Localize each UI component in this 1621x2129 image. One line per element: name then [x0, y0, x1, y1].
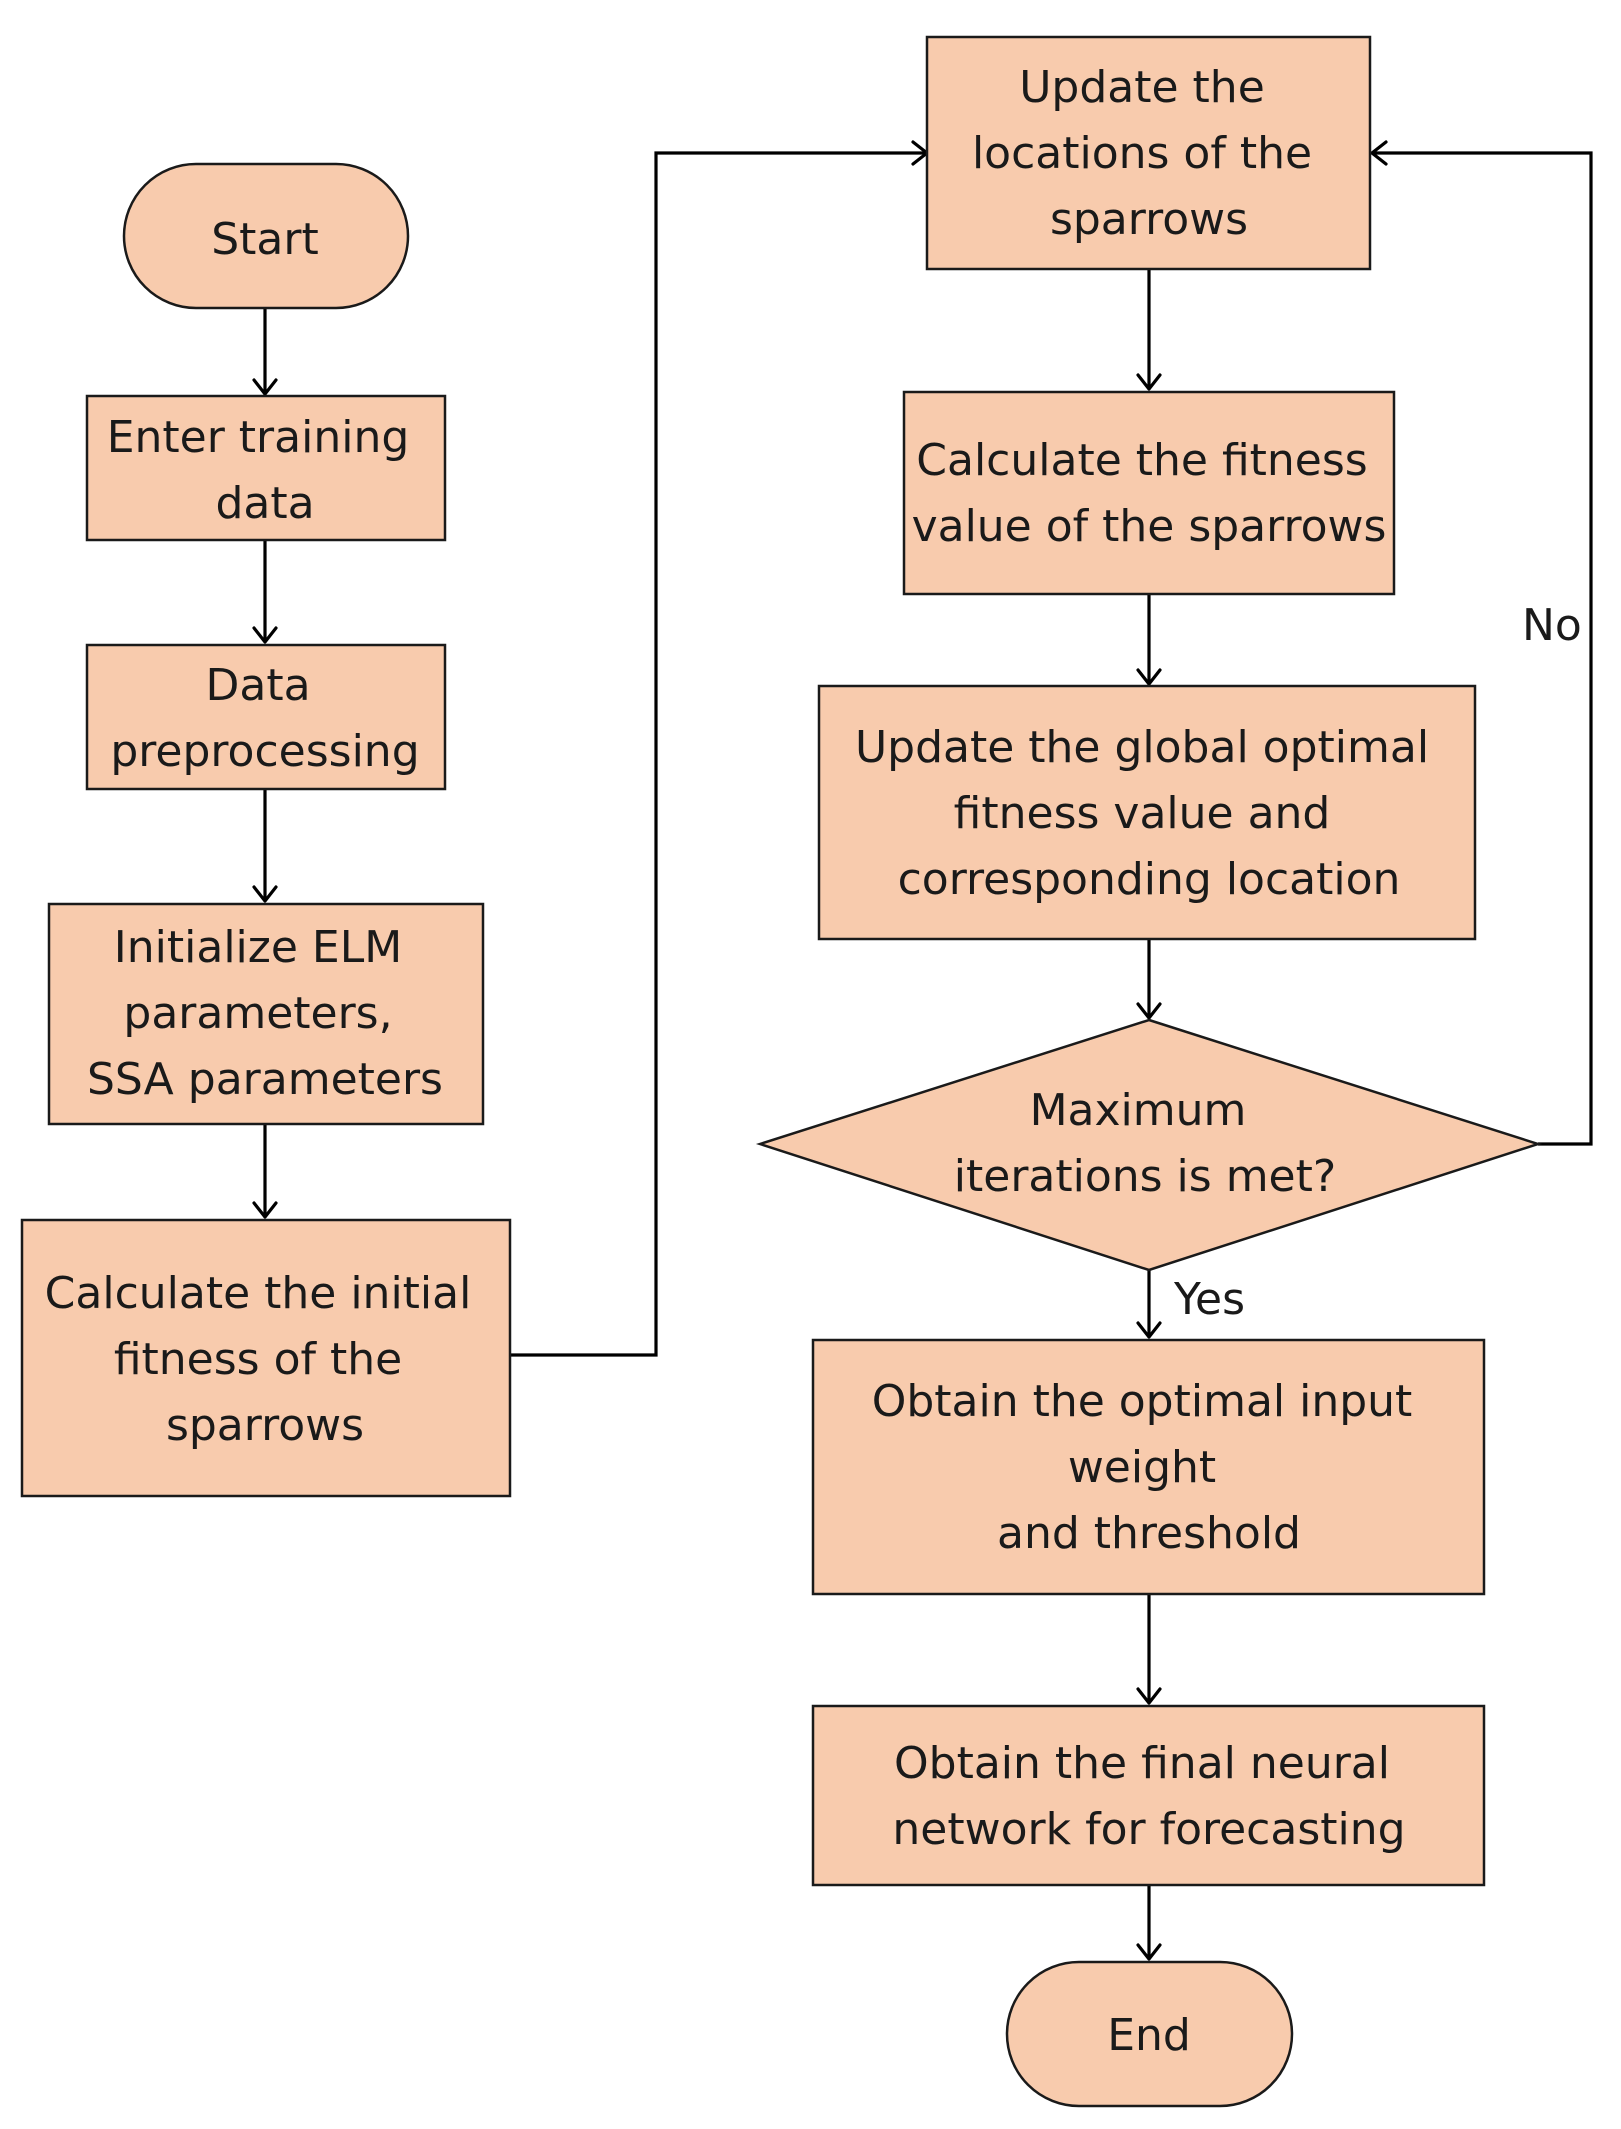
arrow-obtain-weights-to-obtain-network: [1136, 1594, 1162, 1705]
arrow-start-to-enter-data: [252, 308, 278, 396]
data-preprocessing-node: Data preprocessing: [85, 643, 447, 791]
arrow-update-global-to-decision: [1136, 939, 1162, 1020]
update-global-optimal-label: Update the global optimal fitness value …: [855, 722, 1443, 905]
enter-training-data-node: Enter training data: [85, 394, 447, 542]
obtain-network-node: Obtain the final neural network for fore…: [811, 1704, 1486, 1887]
arrow-enter-data-to-preprocessing: [252, 540, 278, 644]
initialize-parameters-label: Initialize ELM parameters, SSA parameter…: [87, 922, 443, 1105]
calc-fitness-label: Calculate the fitness value of the sparr…: [912, 435, 1387, 552]
update-global-optimal-node: Update the global optimal fitness value …: [817, 684, 1477, 941]
max-iterations-decision-label: Maximum iterations is met?: [954, 1085, 1336, 1202]
calc-fitness-node: Calculate the fitness value of the sparr…: [902, 390, 1396, 596]
initial-fitness-node: Calculate the initial fitness of the spa…: [20, 1218, 512, 1498]
start-node: Start: [122, 162, 410, 310]
update-locations-node: Update the locations of the sparrows: [925, 35, 1372, 271]
arrow-obtain-network-to-end: [1136, 1885, 1162, 1961]
arrow-calc-fitness-to-update-global: [1136, 594, 1162, 686]
connectors: [252, 140, 1593, 1961]
end-label: End: [1107, 2010, 1191, 2061]
max-iterations-decision-node: Maximum iterations is met?: [755, 1018, 1543, 1272]
update-locations-label: Update the locations of the sparrows: [972, 62, 1326, 245]
end-node: End: [1005, 1960, 1294, 2108]
obtain-weights-node: Obtain the optimal input weight and thre…: [811, 1338, 1486, 1596]
arrow-update-locations-to-calc-fitness: [1136, 269, 1162, 391]
initial-fitness-label: Calculate the initial fitness of the spa…: [45, 1268, 486, 1451]
enter-training-data-label: Enter training data: [107, 412, 424, 529]
initialize-parameters-node: Initialize ELM parameters, SSA parameter…: [47, 902, 485, 1126]
arrow-decision-yes-to-obtain-weights: [1136, 1270, 1162, 1339]
data-preprocessing-label: Data preprocessing: [110, 660, 419, 777]
start-label: Start: [211, 214, 319, 265]
yes-edge-label: Yes: [1173, 1274, 1245, 1325]
arrow-decision-no-to-update-locations: [1370, 140, 1593, 1146]
arrow-preprocessing-to-initialize: [252, 789, 278, 903]
obtain-weights-label: Obtain the optimal input weight and thre…: [872, 1376, 1427, 1559]
no-edge-label: No: [1522, 600, 1582, 651]
arrow-initialize-to-initial-fitness: [252, 1124, 278, 1219]
obtain-network-label: Obtain the final neural network for fore…: [892, 1738, 1405, 1855]
